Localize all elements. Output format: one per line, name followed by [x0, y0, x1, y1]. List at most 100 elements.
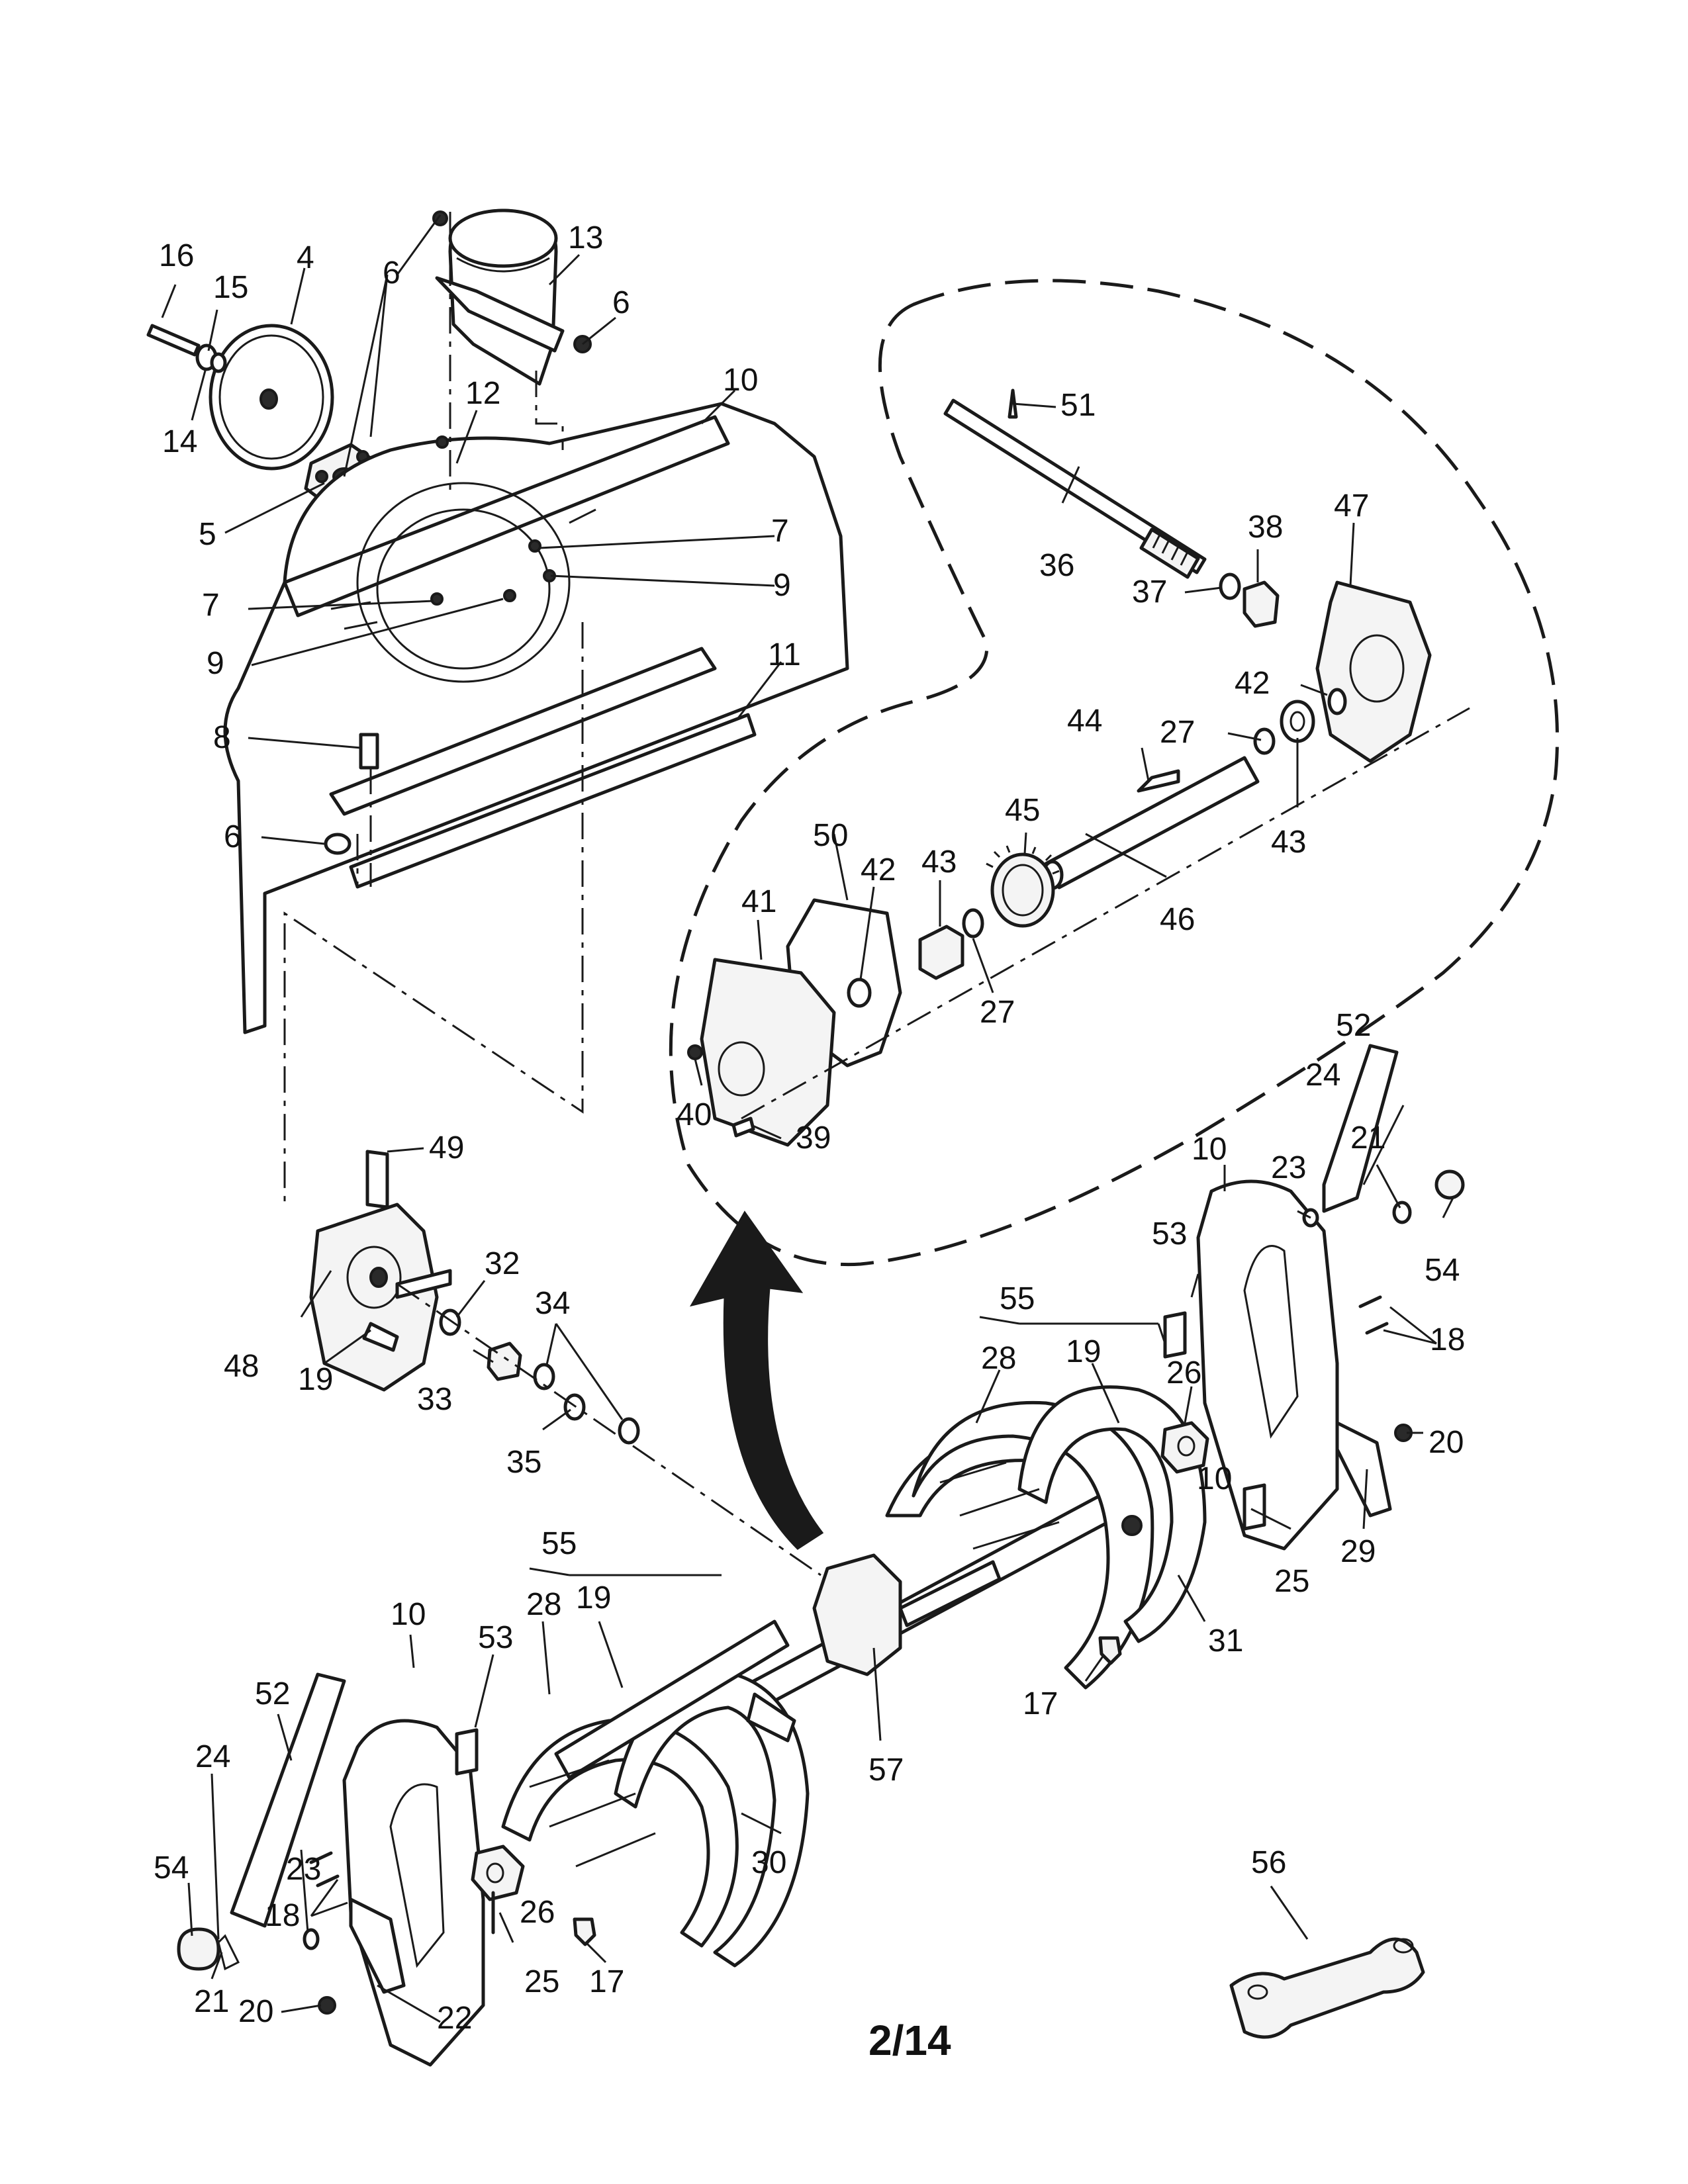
callout-54: 54	[1425, 1253, 1460, 1288]
callout-17: 17	[1023, 1686, 1058, 1721]
callout-25: 25	[524, 1964, 559, 1999]
callout-47: 47	[1334, 488, 1369, 523]
callout-26: 26	[520, 1895, 555, 1930]
callout-14: 14	[162, 424, 197, 459]
callout-33: 33	[417, 1382, 452, 1417]
callout-52: 52	[1336, 1008, 1371, 1043]
callout-labels: 16 15 4 14 5 6 13 6 12 10 7 7 9 9 8 6 11…	[154, 220, 1465, 2036]
callout-46: 46	[1160, 902, 1195, 937]
callout-53: 53	[1152, 1216, 1187, 1251]
callout-28: 28	[526, 1587, 561, 1622]
callout-28: 28	[981, 1341, 1016, 1376]
callout-54: 54	[154, 1850, 189, 1886]
callout-51: 51	[1060, 388, 1096, 423]
callout-49: 49	[429, 1130, 464, 1165]
callout-21: 21	[1350, 1120, 1385, 1156]
worm-shaft-part	[943, 398, 1207, 574]
callout-16: 16	[159, 238, 194, 273]
callout-10: 10	[1197, 1461, 1232, 1496]
bolt-part	[146, 324, 201, 357]
side-plate-assembly	[309, 1150, 821, 1576]
callout-27: 27	[980, 995, 1015, 1030]
auger-housing-assembly	[146, 208, 849, 1205]
callout-42: 42	[861, 852, 896, 887]
callout-6: 6	[224, 819, 242, 854]
callout-17: 17	[589, 1964, 624, 1999]
callout-20: 20	[238, 1994, 273, 2029]
skid-strip-part	[230, 1672, 346, 1928]
callout-24: 24	[195, 1739, 230, 1774]
callout-23: 23	[1271, 1150, 1306, 1185]
callout-55: 55	[1000, 1281, 1035, 1316]
callout-43: 43	[1271, 825, 1306, 860]
callout-7: 7	[771, 514, 789, 549]
callout-19: 19	[1066, 1334, 1101, 1369]
callout-8: 8	[213, 720, 231, 755]
callout-26: 26	[1166, 1355, 1201, 1390]
callout-12: 12	[465, 376, 500, 411]
side-panel-part	[1196, 1179, 1339, 1551]
callout-31: 31	[1208, 1623, 1243, 1659]
callout-45: 45	[1005, 793, 1040, 828]
callout-4: 4	[297, 240, 314, 275]
callout-29: 29	[1340, 1534, 1376, 1569]
callout-9: 9	[773, 568, 791, 603]
callout-7: 7	[202, 588, 220, 623]
callout-10: 10	[723, 363, 758, 398]
gearcase-housing-part	[700, 958, 836, 1147]
callout-15: 15	[213, 270, 248, 305]
callout-6: 6	[383, 255, 400, 291]
callout-39: 39	[796, 1120, 831, 1156]
callout-50: 50	[813, 818, 848, 853]
callout-44: 44	[1067, 704, 1102, 739]
callout-19: 19	[576, 1580, 611, 1615]
callout-43: 43	[921, 844, 957, 880]
callout-18: 18	[1430, 1322, 1465, 1357]
callout-32: 32	[485, 1246, 520, 1281]
callout-10: 10	[1192, 1132, 1227, 1167]
callout-9: 9	[207, 646, 224, 681]
callout-41: 41	[741, 884, 776, 919]
callout-36: 36	[1039, 548, 1074, 583]
callout-37: 37	[1132, 574, 1167, 610]
callout-48: 48	[224, 1349, 259, 1384]
callout-35: 35	[506, 1445, 541, 1480]
callout-52: 52	[255, 1676, 290, 1711]
callout-53: 53	[478, 1620, 513, 1655]
spacer-bar-part	[1229, 1937, 1425, 2039]
callout-21: 21	[194, 1984, 229, 2019]
callout-5: 5	[199, 517, 216, 552]
shave-plate-part	[349, 713, 757, 889]
callout-57: 57	[868, 1752, 904, 1788]
callout-23: 23	[286, 1852, 321, 1887]
gearbox-assembly	[669, 279, 1559, 1267]
callout-24: 24	[1305, 1058, 1340, 1093]
callout-25: 25	[1274, 1564, 1309, 1599]
callout-leaders	[161, 214, 1454, 2023]
callout-34: 34	[535, 1286, 570, 1321]
callout-18: 18	[265, 1898, 300, 1933]
callout-55: 55	[541, 1526, 577, 1561]
gearbox-enclosure-line	[669, 279, 1559, 1267]
callout-42: 42	[1235, 666, 1270, 701]
callout-38: 38	[1248, 510, 1283, 545]
callout-30: 30	[751, 1845, 786, 1880]
gearcase-center-part	[812, 1553, 902, 1676]
callout-19: 19	[298, 1362, 333, 1397]
auger-assembly	[177, 1044, 1465, 2067]
callout-22: 22	[437, 2001, 472, 2036]
gearcase-half-part	[1315, 580, 1432, 763]
callout-40: 40	[677, 1097, 712, 1132]
curved-arrow-icon	[689, 1210, 824, 1550]
callout-27: 27	[1160, 715, 1195, 750]
callout-11: 11	[768, 637, 801, 672]
page-number: 2/14	[868, 2017, 951, 2064]
side-plate-part	[309, 1203, 439, 1392]
callout-6: 6	[612, 285, 630, 320]
callout-20: 20	[1429, 1425, 1464, 1460]
callout-13: 13	[568, 220, 603, 255]
callout-10: 10	[391, 1597, 426, 1632]
callout-56: 56	[1251, 1845, 1286, 1880]
auger-spiral-part	[912, 1400, 1154, 1690]
